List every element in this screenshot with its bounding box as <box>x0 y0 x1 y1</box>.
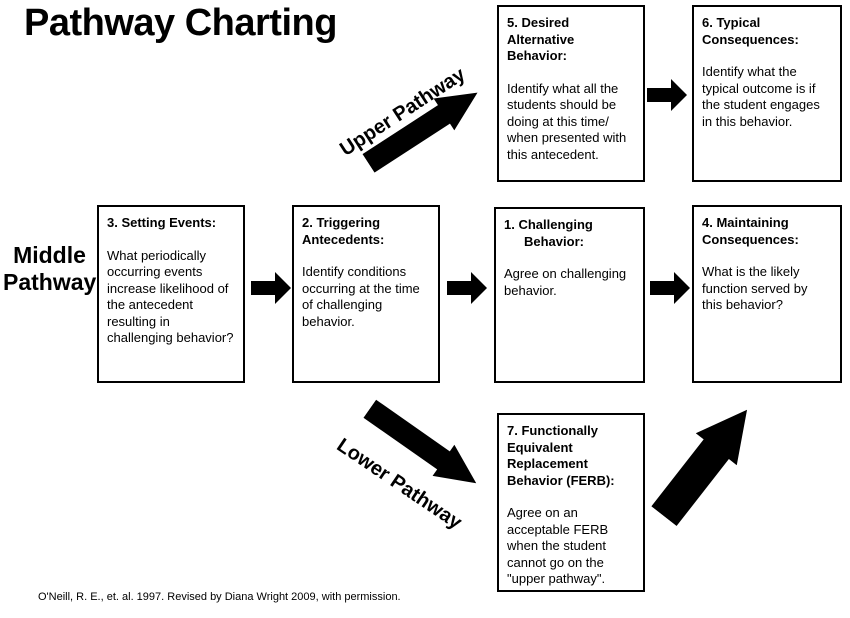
box-1-body: Agree on challenging behavior. <box>504 266 627 298</box>
box-6-heading: 6. Typical Consequences: <box>702 15 799 47</box>
citation-text: O'Neill, R. E., et. al. 1997. Revised by… <box>38 591 401 603</box>
box-3-heading: 3. Setting Events: <box>107 215 217 230</box>
box-6-body: Identify what the typical outcome is if … <box>702 64 820 129</box>
middle-pathway-label: Middle Pathway <box>3 242 97 295</box>
arrow-box5-to-box6-icon <box>647 79 687 111</box>
arrow-box3-to-box2-icon <box>251 272 291 304</box>
arrow-box2-to-box1-icon <box>447 272 487 304</box>
box-1-challenging-behavior: 1. Challenging Behavior: Agree on challe… <box>494 207 645 383</box>
box-5-desired-alternative-behavior: 5. Desired Alternative Behavior: Identif… <box>497 5 645 182</box>
arrow-box7-to-box4-icon <box>651 409 748 527</box>
box-4-maintaining-consequences: 4. Maintaining Consequences: What is the… <box>692 205 842 383</box>
box-7-ferb: 7. Functionally Equivalent Replacement B… <box>497 413 645 592</box>
box-2-body: Identify conditions occurring at the tim… <box>302 264 420 329</box>
box-4-heading: 4. Maintaining Consequences: <box>702 215 799 247</box>
box-5-body: Identify what all the students should be… <box>507 80 627 162</box>
box-4-body: What is the likely function served by th… <box>702 264 808 312</box>
box-2-triggering-antecedents: 2. Triggering Antecedents: Identify cond… <box>292 205 440 383</box>
box-3-setting-events: 3. Setting Events: What periodically occ… <box>97 205 245 383</box>
box-7-heading: 7. Functionally Equivalent Replacement B… <box>507 423 615 488</box>
lower-pathway-arrow-icon <box>363 399 477 484</box>
box-5-heading: 5. Desired Alternative Behavior: <box>507 15 575 63</box>
box-1-heading: 1. Challenging Behavior: <box>504 217 593 249</box>
arrow-box1-to-box4-icon <box>650 272 690 304</box>
upper-pathway-arrow-icon <box>362 92 478 173</box>
box-7-body: Agree on an acceptable FERB when the stu… <box>507 505 609 586</box>
page-title: Pathway Charting <box>24 2 337 44</box>
box-2-heading: 2. Triggering Antecedents: <box>302 215 385 247</box>
box-6-typical-consequences: 6. Typical Consequences: Identify what t… <box>692 5 842 182</box>
box-3-body: What periodically occurring events incre… <box>107 247 234 346</box>
